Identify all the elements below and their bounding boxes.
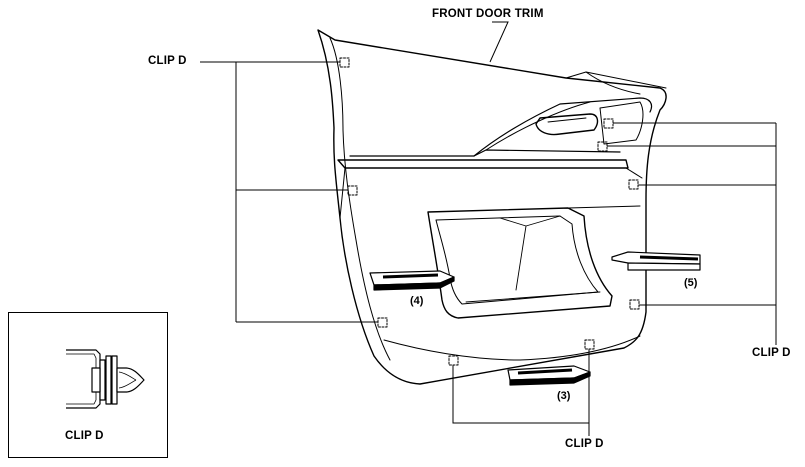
arrow-step-5	[611, 251, 701, 271]
leader-clip-right	[607, 122, 777, 345]
clip-marker-top-left	[339, 57, 350, 68]
arrow-step-3	[507, 365, 591, 386]
leader-clip-bottom	[452, 349, 590, 436]
step-3-label: (3)	[557, 390, 571, 402]
clip-d-label-left: CLIP D	[148, 55, 187, 67]
clip-marker-bottom-2	[584, 339, 595, 350]
clip-marker-right-1	[603, 118, 614, 129]
upper-shelf	[337, 159, 629, 169]
window-frame	[473, 97, 653, 157]
step-4-label: (4)	[410, 295, 424, 307]
door-trim-outline	[317, 29, 667, 385]
clip-marker-right-3	[628, 179, 639, 190]
leader-front-door-trim	[489, 21, 509, 63]
clip-marker-right-4	[629, 299, 640, 310]
arrow-step-4	[369, 270, 455, 291]
door-trim-inner-edge	[329, 37, 391, 361]
clip-d-label-right: CLIP D	[752, 347, 791, 359]
clip-marker-mid-left	[347, 185, 358, 196]
door-pocket	[427, 207, 613, 319]
shelf-top-molding	[349, 149, 621, 157]
clip-marker-bottom-1	[448, 355, 459, 366]
front-door-trim-label: FRONT DOOR TRIM	[432, 8, 544, 20]
step-5-label: (5)	[684, 277, 698, 289]
clip-d-label-bottom: CLIP D	[565, 438, 604, 450]
clip-d-illustration	[66, 349, 145, 409]
leader-clip-left	[200, 61, 378, 323]
door-handle-recess	[535, 113, 599, 136]
clip-d-label-inset: CLIP D	[65, 430, 104, 442]
clip-marker-low-left	[377, 317, 388, 328]
clip-d-inset-box	[8, 312, 168, 458]
